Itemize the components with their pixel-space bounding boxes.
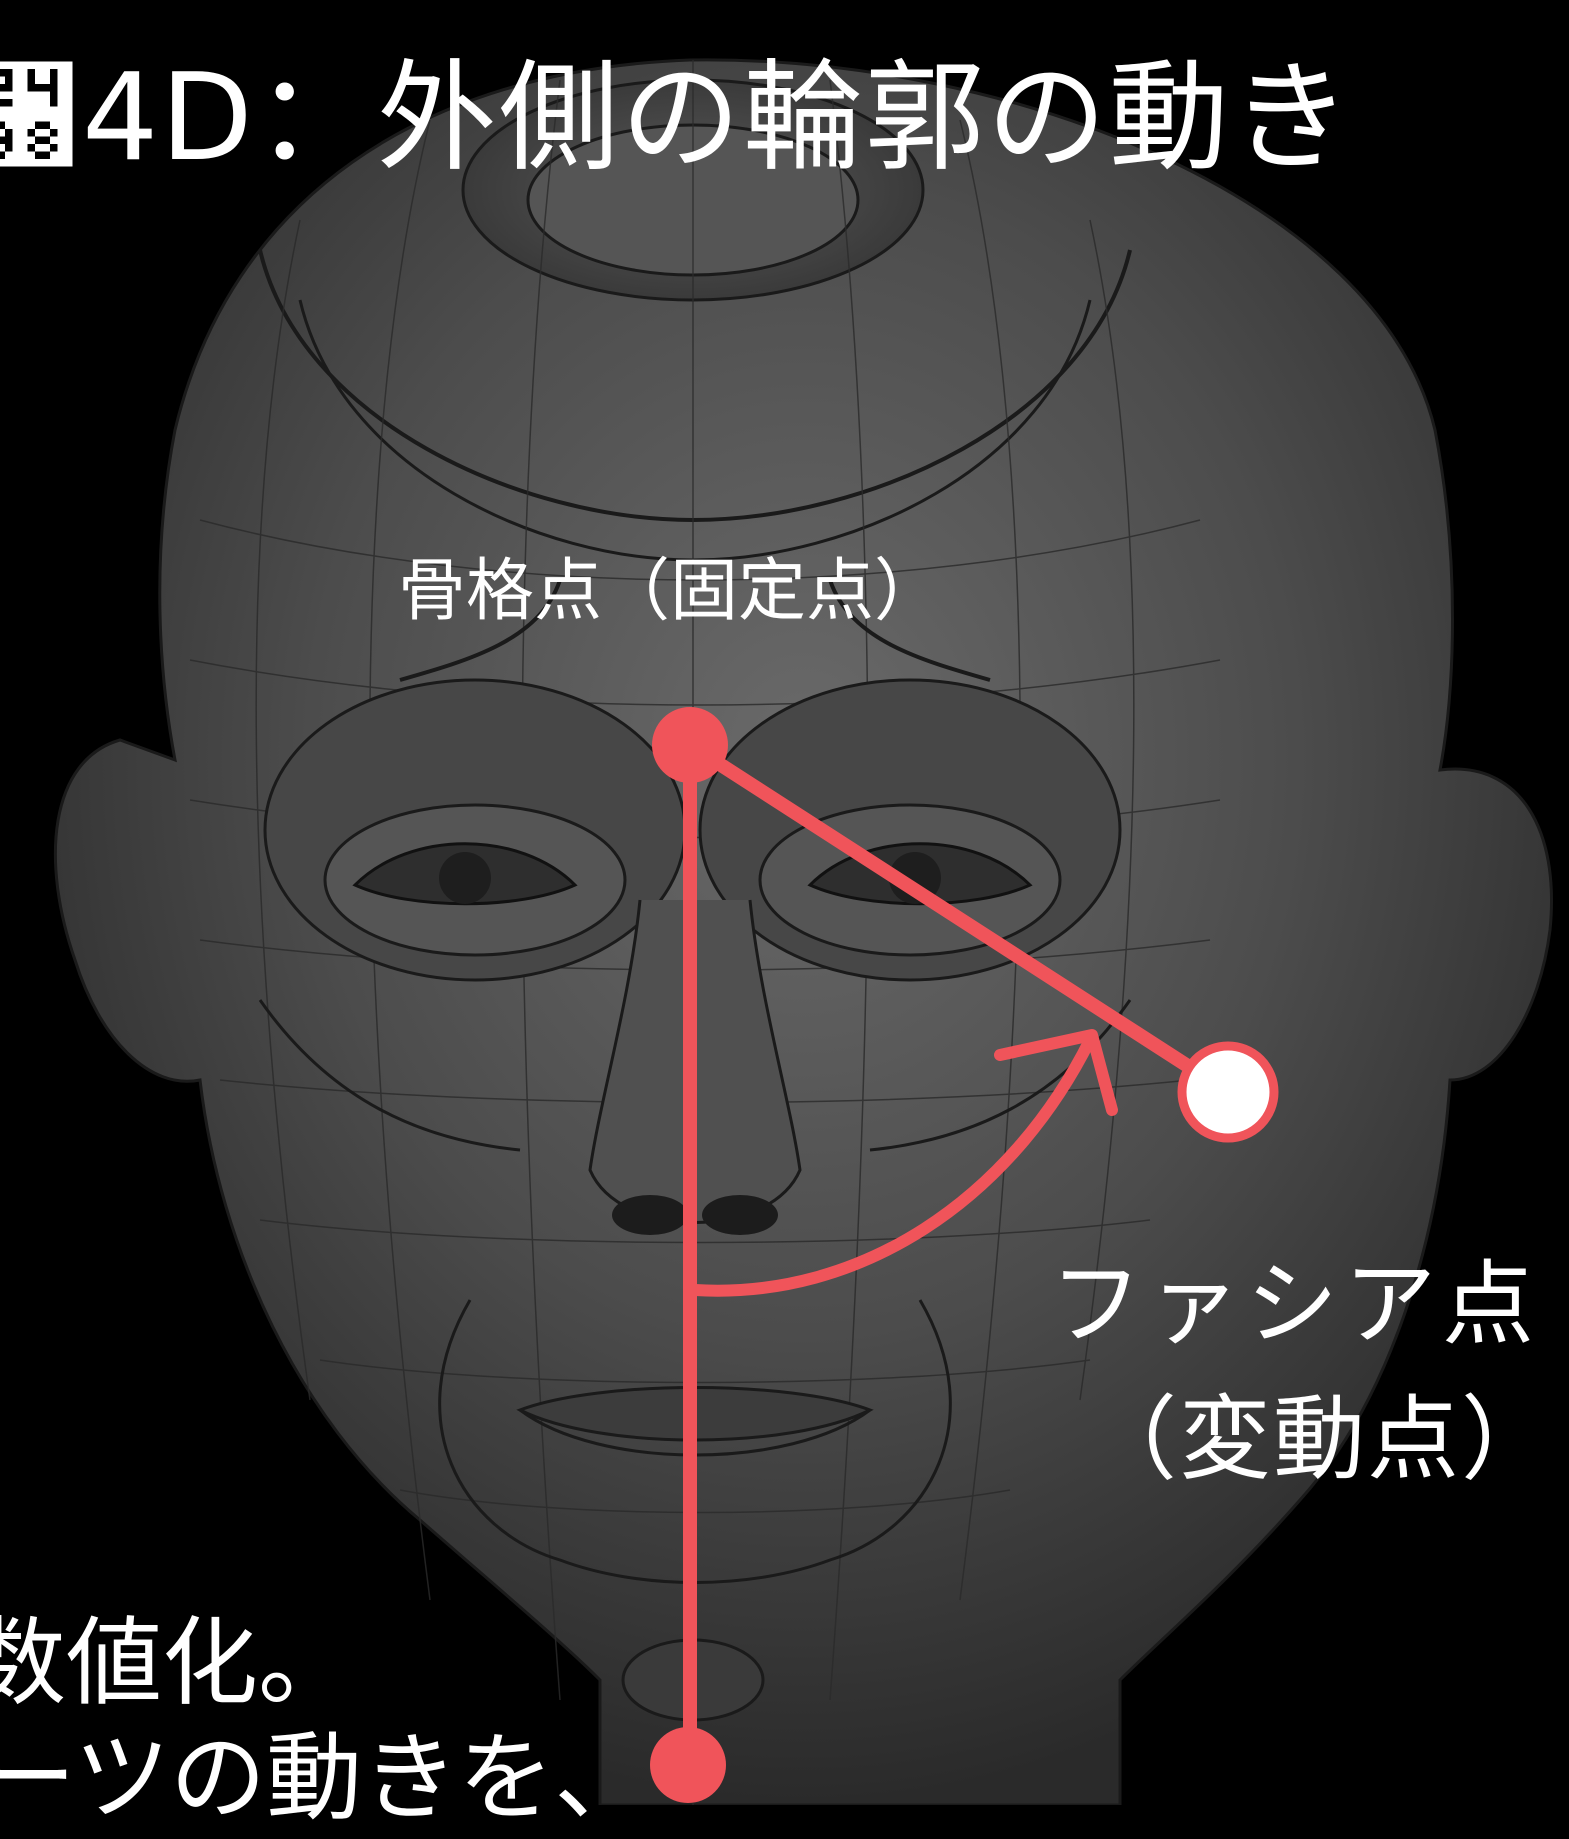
left-eye: [263, 678, 687, 982]
body-text-line-2: ーツの動きを、: [0, 1722, 651, 1834]
body-text-line-1: 数値化。: [0, 1607, 354, 1719]
fascia-point-label: ファシア点: [1050, 1251, 1541, 1358]
fixed-point-label: 骨格点（固定点）: [398, 552, 943, 631]
page-title: ␸4D：外側の輪郭の動き: [0, 49, 1353, 188]
bottom-point-icon: [650, 1727, 726, 1803]
fascia-vector-line: [683, 738, 1232, 1097]
filled-circle-icon: [652, 707, 728, 783]
arc-arrow-icon: [689, 1034, 1096, 1297]
hollow-circle-icon: [1177, 1041, 1279, 1143]
fascia-point-sublabel: （変動点）: [1085, 1386, 1556, 1493]
head-illustration: [53, 58, 1553, 1805]
arrow-head: [994, 1029, 1118, 1116]
measurement-overlay: [650, 707, 1279, 1803]
right-eye: [698, 678, 1122, 982]
